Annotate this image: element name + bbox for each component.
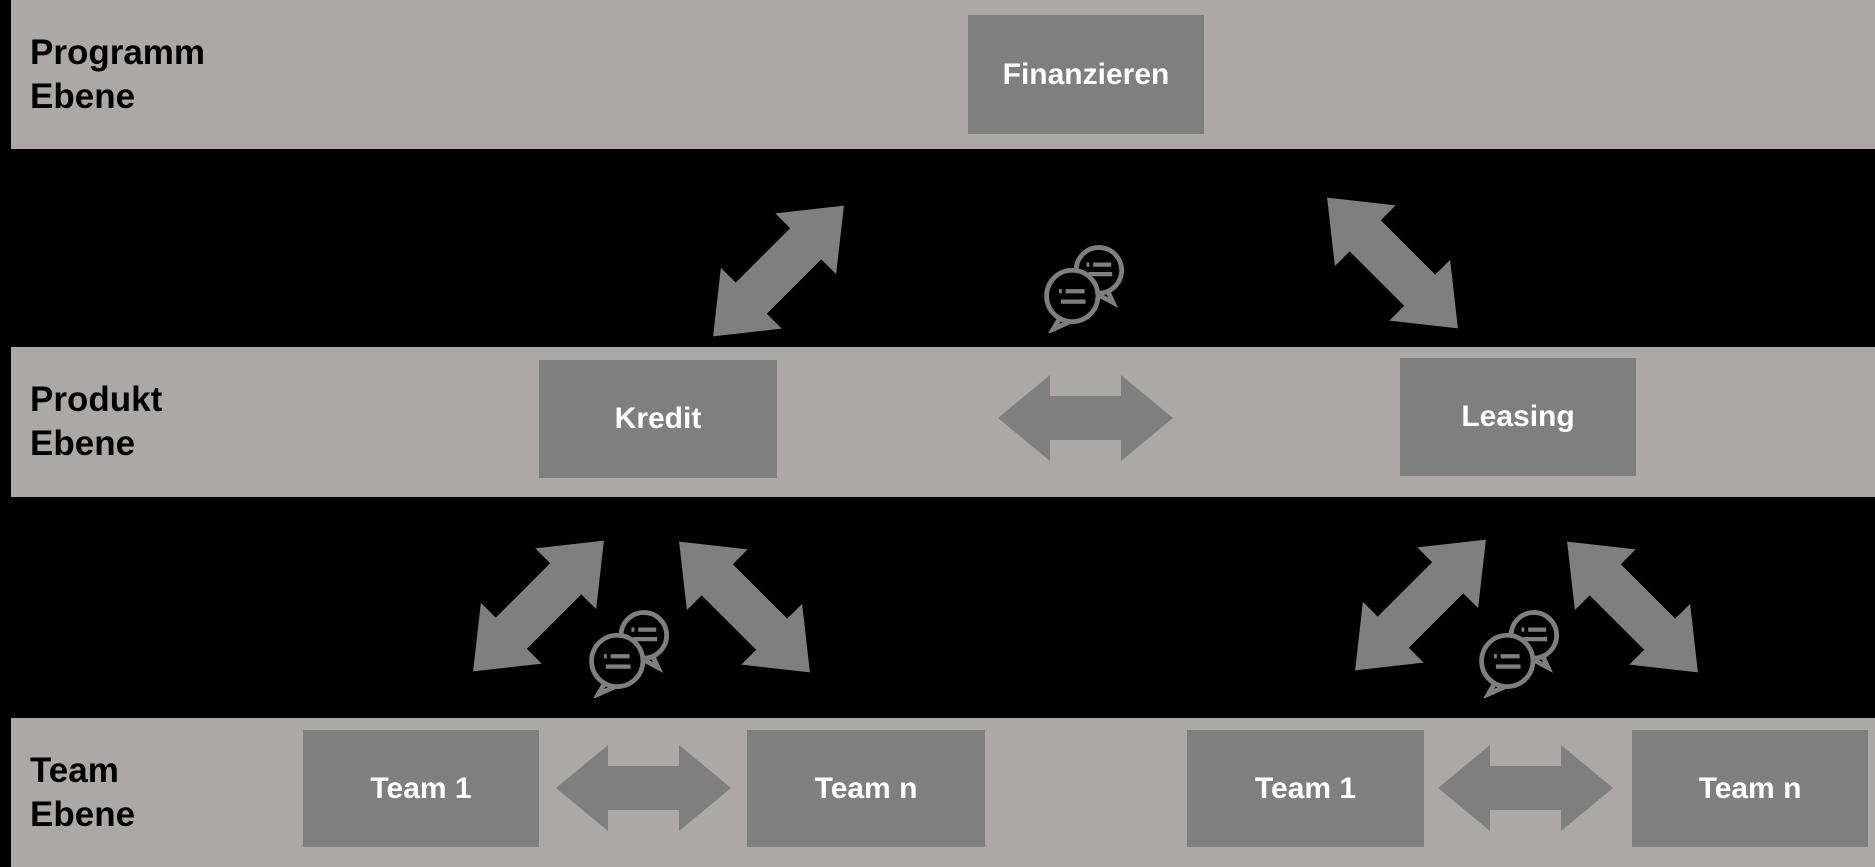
produkt-ebene-label: Produkt Ebene [11,378,162,466]
band-programm-ebene: Programm Ebene [11,0,1875,149]
produkt-ebene-label-line1: Produkt [30,380,163,420]
double-arrow-icon-team-right [1438,745,1613,831]
produkt-ebene-label-line2: Ebene [30,424,136,463]
double-arrow-icon-team-left [556,745,731,831]
double-arrow-icon-leasing-teamn [1567,541,1698,673]
kredit-node: Kredit [539,360,777,478]
team-n-right-node: Team n [1632,730,1868,847]
finanzieren-node: Finanzieren [968,15,1204,134]
chat-bubbles-icon-kredit-teams [589,610,670,698]
team-ebene-label: Team Ebene [11,749,135,837]
team-ebene-label-line2: Ebene [30,794,136,834]
team-ebene-label-line1: Team [30,750,119,790]
chat-bubbles-icon-programm-produkt [1044,245,1125,333]
double-arrow-icon-leasing-team1 [1355,539,1486,671]
programm-ebene-label: Programm Ebene [11,31,205,119]
double-arrow-icon-kredit-leasing [998,375,1173,461]
team-n-left-node: Team n [747,730,985,847]
leasing-node: Leasing [1400,358,1636,476]
double-arrow-icon-kredit-teamn [679,541,810,673]
team-1-left-node: Team 1 [303,730,539,847]
double-arrow-icon-finanzieren-leasing [1327,197,1458,329]
team-1-right-node: Team 1 [1187,730,1424,847]
programm-ebene-label-line2: Ebene [30,76,136,116]
double-arrow-icon-kredit-team1 [473,540,604,672]
double-arrow-icon-finanzieren-kredit [713,205,844,337]
chat-bubbles-icon-leasing-teams [1479,610,1560,698]
programm-ebene-label-line1: Programm [30,32,206,72]
